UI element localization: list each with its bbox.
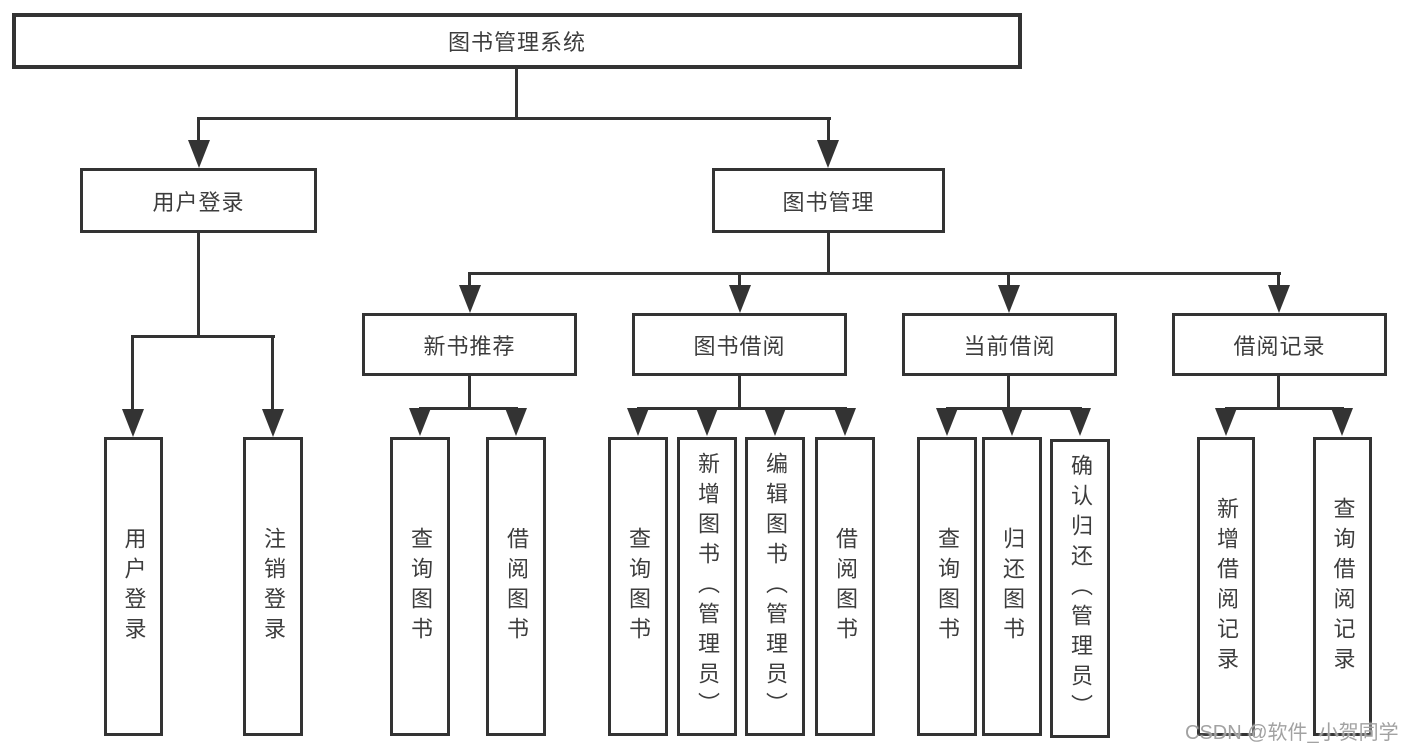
arrow-down-icon (1215, 408, 1237, 436)
arrow-down-icon (627, 408, 649, 436)
leaf-add-book-admin: 新增图书（管理员） (677, 437, 737, 736)
arrow-down-icon (188, 140, 210, 168)
leaf-label: 新增借阅记录 (1214, 496, 1239, 677)
arrow-down-icon (834, 408, 856, 436)
arrow-down-icon (1268, 285, 1290, 313)
csdn-watermark: CSDN @软件_小贺同学 (1185, 722, 1399, 744)
arrow-down-icon (262, 409, 284, 437)
node-book-management: 图书管理 (712, 168, 945, 233)
leaf-label: 查询图书 (408, 526, 433, 647)
arrow-down-icon (459, 285, 481, 313)
connector-leaf-drop (131, 335, 134, 411)
arrow-down-icon (696, 408, 718, 436)
leaf-edit-book-admin: 编辑图书（管理员） (745, 437, 805, 736)
connector-current-borrow-stem (1007, 376, 1010, 409)
arrow-down-icon (998, 285, 1020, 313)
leaf-query-borrow-record: 查询借阅记录 (1313, 437, 1372, 736)
connector-level2-drop (468, 272, 471, 287)
connector-user-login-stem (197, 233, 200, 337)
arrow-down-icon (122, 409, 144, 437)
leaf-label: 查询图书 (935, 526, 960, 647)
arrow-down-icon (764, 408, 786, 436)
leaf-label: 确认归还（管理员） (1068, 453, 1093, 724)
connector-new-books-stem (468, 376, 471, 409)
arrow-down-icon (505, 408, 527, 436)
connector-level2-drop (1277, 272, 1280, 287)
leaf-borrow-books-borrow: 借阅图书 (815, 437, 875, 736)
leaf-return-books: 归还图书 (982, 437, 1042, 736)
node-current-borrowing: 当前借阅 (902, 313, 1117, 376)
leaf-label: 借阅图书 (504, 526, 529, 647)
connector-new-books-bus (419, 407, 518, 410)
leaf-label: 新增图书（管理员） (695, 451, 720, 722)
leaf-logout: 注销登录 (243, 437, 303, 736)
connector-level1-bus (197, 117, 831, 120)
leaf-label: 借阅图书 (833, 526, 858, 647)
arrow-down-icon (729, 285, 751, 313)
connector-user-login-drop (197, 117, 200, 143)
connector-level2-drop (738, 272, 741, 287)
arrow-down-icon (409, 408, 431, 436)
connector-borrow-records-stem (1277, 376, 1280, 409)
arrow-down-icon (1001, 408, 1023, 436)
leaf-borrow-books-newbooks: 借阅图书 (486, 437, 546, 736)
node-book-borrowing: 图书借阅 (632, 313, 847, 376)
connector-level2-drop (1007, 272, 1010, 287)
leaf-query-books-newbooks: 查询图书 (390, 437, 450, 736)
connector-book-mgmt-drop (827, 117, 830, 143)
node-library-management-system: 图书管理系统 (12, 13, 1022, 69)
connector-book-mgmt-stem (827, 233, 830, 274)
leaf-label: 查询借阅记录 (1330, 496, 1356, 677)
arrow-down-icon (936, 408, 958, 436)
arrow-down-icon (1069, 408, 1091, 436)
arrow-down-icon (817, 140, 839, 168)
leaf-label: 编辑图书（管理员） (763, 451, 788, 722)
leaf-label: 归还图书 (1000, 526, 1025, 647)
connector-book-borrow-bus (637, 407, 847, 410)
leaf-add-borrow-record: 新增借阅记录 (1197, 437, 1255, 736)
leaf-label: 用户登录 (121, 526, 147, 647)
connector-leaf-drop (271, 335, 274, 411)
connector-borrow-records-bus (1225, 407, 1344, 410)
node-new-book-recommend: 新书推荐 (362, 313, 577, 376)
leaf-label: 查询图书 (626, 526, 651, 647)
node-user-login: 用户登录 (80, 168, 317, 233)
leaf-query-books-borrow: 查询图书 (608, 437, 668, 736)
connector-book-borrow-stem (738, 376, 741, 409)
connector-root-stem (515, 69, 518, 120)
leaf-confirm-return-admin: 确认归还（管理员） (1050, 439, 1110, 738)
connector-level2-bus (468, 272, 1281, 275)
node-borrow-records: 借阅记录 (1172, 313, 1387, 376)
leaf-query-books-current: 查询图书 (917, 437, 977, 736)
arrow-down-icon (1331, 408, 1353, 436)
leaf-label: 注销登录 (261, 526, 286, 647)
connector-user-login-bus (131, 335, 275, 338)
leaf-user-login: 用户登录 (104, 437, 163, 736)
